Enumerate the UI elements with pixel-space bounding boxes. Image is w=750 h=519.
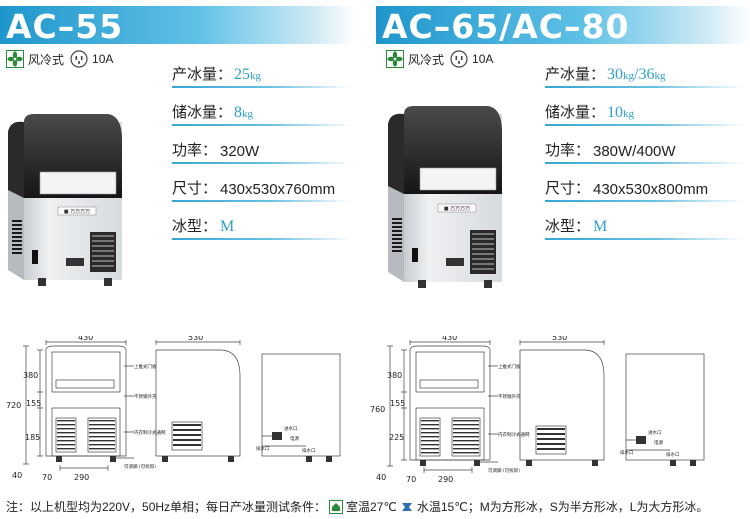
left-annotation-door: 上推式门板: [134, 363, 157, 370]
left-spec-production: 产冰量： 25kg: [172, 62, 352, 88]
right-feature-row: 风冷式 10A: [386, 50, 493, 68]
right-dim-40: 40: [376, 473, 386, 482]
right-technical-drawing: 430 530 380 155 225 70 40 760 290 上推式门板 …: [370, 336, 705, 484]
water-temperature-icon: [401, 502, 412, 511]
right-spec-ice-type-value: M: [593, 218, 608, 235]
right-back-drain: 排水口: [620, 449, 634, 456]
left-spec-size: 尺寸： 430x530x760mm: [172, 176, 352, 202]
right-spec-production-unit-b: kg: [654, 70, 666, 82]
right-spec-power-label: 功率：: [545, 142, 591, 159]
right-spec-ice-type-label: 冰型：: [545, 218, 591, 235]
left-annotation-shell: 不锈钢外壳: [134, 393, 157, 400]
footer-note: 注：以上机型均为220V，50Hz单相；每日产冰量测试条件： 室温27℃ 水温1…: [6, 498, 708, 515]
left-spec-power: 功率： 320W: [172, 138, 352, 164]
right-dim-front-width: 430: [442, 336, 457, 342]
left-spec-storage: 储冰量： 8kg: [172, 100, 352, 126]
left-model-title: AC–55: [6, 7, 124, 46]
left-spec-ice-type-label: 冰型：: [172, 218, 218, 235]
right-annotation-grille: 内衣制冷式通网: [498, 431, 530, 438]
right-dim-225: 225: [389, 433, 404, 442]
left-technical-drawing: 430 530 380 155 185 70 40 720 290 上推式门板 …: [6, 336, 341, 482]
right-spec-production-sep: /: [634, 66, 639, 83]
right-spec-size: 尺寸： 430x530x800mm: [545, 176, 745, 202]
left-spec-power-label: 功率：: [172, 142, 218, 159]
right-spec-production-label: 产冰量：: [545, 66, 606, 83]
right-spec-ice-type: 冰型： M: [545, 214, 745, 240]
footer-note-suffix: ；M为方形冰，S为半方形冰，L为大方形冰。: [467, 500, 709, 514]
footer-room-temp: 室温27℃: [346, 500, 397, 514]
right-back-water-in: 进水口: [648, 429, 662, 436]
fan-icon: [386, 50, 404, 68]
left-spec-production-label: 产冰量：: [172, 66, 233, 83]
left-back-drain: 排水口: [256, 445, 270, 452]
room-temperature-icon: [329, 499, 344, 514]
right-spec-power: 功率： 380W/400W: [545, 138, 745, 164]
left-current-label: 10A: [92, 52, 114, 66]
right-model-title: AC–65/AC–80: [382, 7, 630, 46]
left-dim-front-width: 430: [78, 336, 93, 342]
left-back-drain-2: 排水口: [302, 447, 316, 454]
left-spec-size-label: 尺寸：: [172, 180, 218, 197]
plug-icon: [450, 50, 468, 68]
right-spec-production-value-b: 36: [638, 66, 655, 83]
left-spec-storage-value: 8: [234, 104, 242, 121]
right-cooling-label: 风冷式: [408, 52, 445, 67]
right-spec-production-value-a: 30: [607, 66, 623, 83]
left-spec-power-value: 320W: [220, 143, 260, 160]
right-spec-size-label: 尺寸：: [545, 180, 591, 197]
right-annotation-door: 上推式门板: [498, 363, 521, 370]
left-machine-badge: ■ 万万万万: [64, 209, 90, 215]
right-dim-side-width: 530: [552, 336, 567, 342]
left-dim-290: 290: [74, 473, 89, 482]
left-back-power: 电源: [290, 435, 299, 442]
right-dim-total-height: 760: [370, 405, 385, 414]
left-spec-size-value: 430x530x760mm: [220, 181, 336, 198]
right-spec-storage: 储冰量： 10kg: [545, 100, 745, 126]
right-machine-badge: ■ 万万万万: [444, 206, 470, 212]
right-spec-storage-unit: kg: [623, 108, 634, 120]
left-annotation-grille: 内衣制冷式通网: [134, 429, 166, 436]
left-dim-155: 155: [26, 399, 41, 408]
left-spec-production-unit: kg: [250, 70, 261, 82]
right-dim-70: 70: [406, 475, 416, 484]
left-title-band: AC–55: [0, 6, 355, 46]
left-machine-image: ■ 万万万万: [8, 114, 122, 286]
fan-icon: [6, 50, 24, 68]
left-spec-storage-label: 储冰量：: [172, 104, 233, 121]
right-machine-image: ■ 万万万万: [388, 106, 502, 288]
left-spec-ice-type-value: M: [220, 218, 235, 235]
left-dim-380: 380: [23, 371, 38, 380]
left-dim-185: 185: [25, 433, 40, 442]
right-annotation-feet: 可调脚 (可拆卸): [488, 467, 520, 474]
right-annotation-shell: 不锈钢外壳: [498, 393, 521, 400]
left-spec-storage-unit: kg: [242, 108, 253, 120]
left-dim-total-height: 720: [6, 401, 21, 410]
left-spec-production-value: 25: [234, 66, 250, 83]
right-spec-production: 产冰量： 30kg/36kg: [545, 62, 745, 88]
right-dim-380: 380: [387, 371, 402, 380]
left-dim-40: 40: [12, 471, 22, 480]
right-title-band: AC–65/AC–80: [376, 6, 750, 46]
right-spec-production-unit-a: kg: [623, 70, 634, 82]
right-spec-power-value: 380W/400W: [593, 143, 676, 160]
left-dim-70: 70: [42, 473, 52, 482]
right-back-drain-2: 排水口: [666, 451, 680, 458]
left-annotation-feet: 可调脚 (可拆卸): [124, 463, 156, 470]
right-spec-storage-label: 储冰量：: [545, 104, 606, 121]
right-spec-storage-value: 10: [607, 104, 623, 121]
right-dim-155: 155: [390, 399, 405, 408]
left-dim-side-width: 530: [188, 336, 203, 342]
left-feature-row: 风冷式 10A: [6, 50, 113, 68]
right-back-power: 电源: [654, 439, 663, 446]
left-cooling-label: 风冷式: [28, 52, 65, 67]
left-back-water-in: 进水口: [284, 425, 298, 432]
footer-note-prefix: 注：以上机型均为220V，50Hz单相；每日产冰量测试条件：: [6, 500, 327, 514]
left-spec-ice-type: 冰型： M: [172, 214, 352, 240]
footer-water-temp: 水温15℃: [416, 500, 468, 514]
right-current-label: 10A: [472, 52, 494, 66]
right-spec-size-value: 430x530x800mm: [593, 181, 709, 198]
right-dim-290: 290: [438, 475, 453, 484]
plug-icon: [70, 50, 88, 68]
